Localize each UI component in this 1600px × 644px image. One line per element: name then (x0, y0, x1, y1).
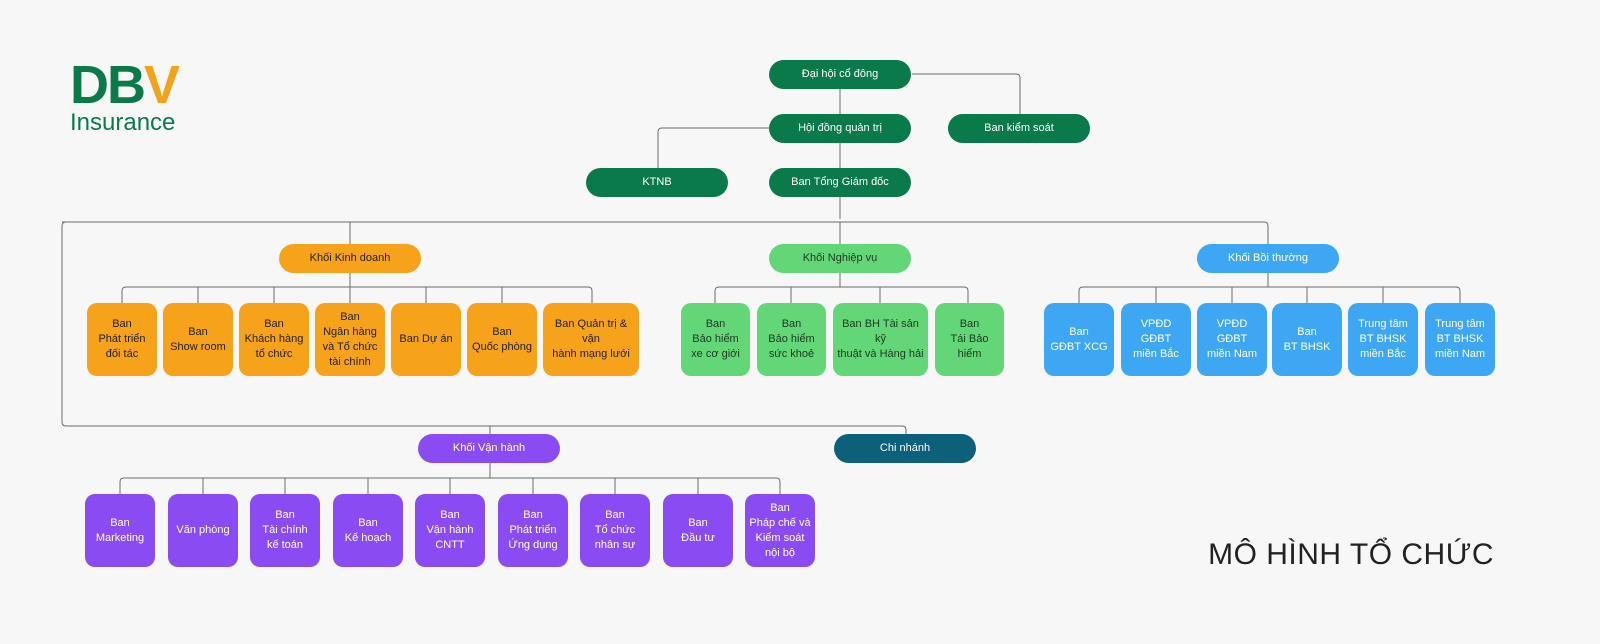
card-kinh-doanh: Ban Dự án (391, 303, 461, 376)
card-nghiep-vu: Ban Tái Bảo hiểm (935, 303, 1004, 376)
node-ban-kiem-soat: Ban kiểm soát (948, 114, 1090, 143)
dbv-logo: DBV Insurance (70, 55, 180, 136)
card-van-hanh: Ban Marketing (85, 494, 155, 567)
card-van-hanh: Ban Tài chính kế toán (250, 494, 320, 567)
connector (1083, 286, 1461, 303)
card-van-hanh: Ban Vận hành CNTT (415, 494, 485, 567)
card-van-hanh: Ban Kế hoạch (333, 494, 403, 567)
card-kinh-doanh: Ban Quản trị & vận hành mạng lưới (543, 303, 639, 376)
card-kinh-doanh: Ban Show room (163, 303, 233, 376)
logo-v-mark: V (144, 55, 180, 115)
connector (119, 477, 125, 494)
logo-subtitle: Insurance (70, 109, 176, 136)
card-boi-thuong: VPĐD GĐBT miền Bắc (1121, 303, 1191, 376)
connector (719, 286, 969, 303)
connector (61, 221, 907, 434)
connector (124, 477, 781, 494)
card-nghiep-vu: Ban Bảo hiểm xe cơ giới (681, 303, 750, 376)
node-dai-hoi-co-dong: Đại hội cổ đông (769, 60, 911, 89)
card-kinh-doanh: Ban Quốc phòng (467, 303, 537, 376)
card-boi-thuong: Ban GĐBT XCG (1044, 303, 1114, 376)
connector (912, 73, 1021, 114)
card-nghiep-vu: Ban BH Tài sản kỹ thuật và Hàng hải (833, 303, 928, 376)
card-van-hanh: Ban Tổ chức nhân sự (580, 494, 650, 567)
card-boi-thuong: Trung tâm BT BHSK miền Bắc (1348, 303, 1418, 376)
card-nghiep-vu: Ban Bảo hiểm sức khoẻ (757, 303, 826, 376)
card-van-hanh: Ban Pháp chế và Kiểm soát nội bộ (745, 494, 815, 567)
card-boi-thuong: Ban BT BHSK (1272, 303, 1342, 376)
logo-mark: DBV (70, 55, 180, 115)
connector (714, 286, 720, 303)
node-khoi-kinh-doanh: Khối Kinh doanh (279, 244, 421, 273)
node-khoi-boi-thuong: Khối Bồi thường (1197, 244, 1339, 273)
node-ban-tong-giam-doc: Ban Tổng Giám đốc (769, 168, 911, 197)
connector (657, 127, 770, 168)
node-khoi-van-hanh: Khối Vận hành (418, 434, 560, 463)
connector (62, 221, 1269, 244)
connector (1078, 286, 1084, 303)
card-kinh-doanh: Ban Ngân hàng và Tổ chức tài chính (315, 303, 385, 376)
connector (126, 286, 593, 303)
card-kinh-doanh: Ban Phát triển đối tác (87, 303, 157, 376)
connector (121, 286, 127, 303)
node-ktnb: KTNB (586, 168, 728, 197)
node-chi-nhanh: Chi nhánh (834, 434, 976, 463)
node-khoi-nghiep-vu: Khối Nghiệp vụ (769, 244, 911, 273)
card-van-hanh: Ban Đầu tư (663, 494, 733, 567)
card-van-hanh: Văn phòng (168, 494, 238, 567)
node-hoi-dong-quan-tri: Hội đồng quản trị (769, 114, 911, 143)
card-boi-thuong: VPĐD GĐBT miền Nam (1197, 303, 1267, 376)
card-boi-thuong: Trung tâm BT BHSK miền Nam (1425, 303, 1495, 376)
page-caption: MÔ HÌNH TỔ CHỨC (1208, 538, 1494, 571)
card-van-hanh: Ban Phát triển Ứng dụng (498, 494, 568, 567)
card-kinh-doanh: Ban Khách hàng tổ chức (239, 303, 309, 376)
